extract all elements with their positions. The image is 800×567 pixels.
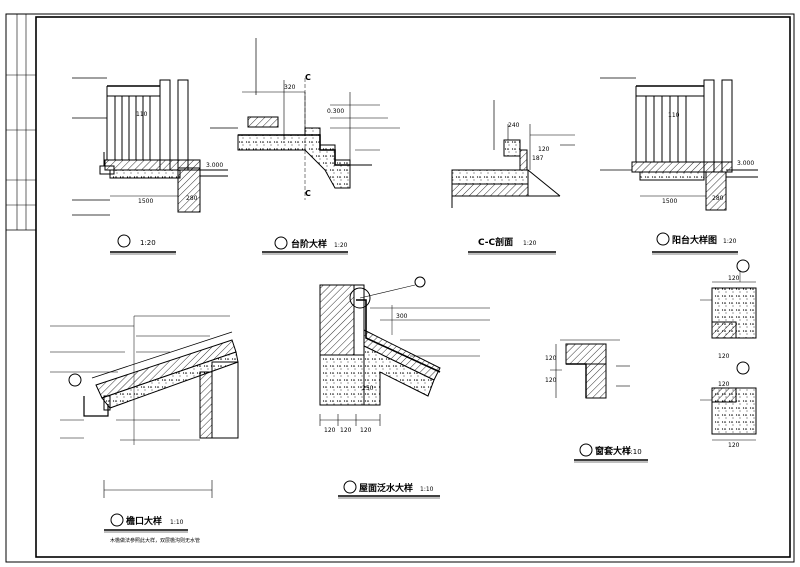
detail-marker-icon xyxy=(274,236,288,250)
reference-marker-icon xyxy=(736,361,750,375)
dim-label: 240 xyxy=(508,122,520,129)
detail-marker-icon xyxy=(343,480,357,494)
section-mark: C xyxy=(305,73,311,82)
dim-label: 187 xyxy=(532,155,544,162)
detail-scale: 1:20 xyxy=(523,240,537,247)
dim-label: 0.300 xyxy=(327,108,344,115)
detail-roof-flashing: 300 120 120 120 250 屋面泛水大样 1:10 xyxy=(319,276,490,499)
detail-title: 檐口大样 xyxy=(126,515,162,527)
detail-section-cc: 240 187 120 C-C剖面 1:20 xyxy=(451,100,575,255)
detail-balcony-right: 110 3.000 1500 280 阳台大样图 1:20 xyxy=(600,77,758,255)
detail-scale: 1:10 xyxy=(170,519,184,526)
detail-title: 台阶大样 xyxy=(291,238,327,250)
reference-marker-icon xyxy=(736,259,750,273)
detail-marker-icon xyxy=(110,513,124,527)
sheet-frame xyxy=(5,13,795,563)
reference-marker-icon xyxy=(414,276,426,288)
dim-label: 1500 xyxy=(138,198,153,205)
dim-label: 110 xyxy=(136,111,148,118)
dim-label: 120 xyxy=(718,381,730,388)
detail-scale: 1:20 xyxy=(140,239,156,247)
dim-label: 120 xyxy=(728,275,740,282)
dim-label: 320 xyxy=(284,84,296,91)
detail-scale: 1:20 xyxy=(723,238,737,245)
dim-label: 280 xyxy=(712,195,724,202)
detail-balcony-left: 110 1500 3.000 280 1:20 xyxy=(72,77,228,255)
detail-marker-icon xyxy=(117,234,131,248)
reference-marker-icon xyxy=(68,373,82,387)
dim-label: 120 xyxy=(324,427,336,434)
detail-scale: 1:10 xyxy=(626,448,642,456)
dim-label: 120 xyxy=(545,355,557,362)
dim-label: 120 xyxy=(728,442,740,449)
dim-label: 120 xyxy=(340,427,352,434)
detail-eave: 檐口大样 1:10 木檐做法参照此大样，双层檐沟则无水管 xyxy=(50,315,239,544)
detail-title: C-C剖面 xyxy=(478,236,513,248)
detail-marker-icon xyxy=(579,443,593,457)
detail-scale: 1:10 xyxy=(420,486,434,493)
dim-label: 120 xyxy=(718,353,730,360)
dim-label: 3.000 xyxy=(737,160,754,167)
detail-steps: 320 0.300 C C 台阶大样 1:20 xyxy=(210,38,400,255)
dim-label: 110 xyxy=(668,112,680,119)
detail-title: 阳台大样图 xyxy=(672,234,717,246)
dim-label: 120 xyxy=(538,146,550,153)
dim-label: 120 xyxy=(360,427,372,434)
dim-label: 3.000 xyxy=(206,162,223,169)
detail-scale: 1:20 xyxy=(334,242,348,249)
detail-title: 屋面泛水大样 xyxy=(359,482,413,494)
dim-label: 300 xyxy=(396,313,408,320)
detail-title: 窗套大样 xyxy=(595,445,631,457)
detail-marker-icon xyxy=(656,232,670,246)
dim-label: 1500 xyxy=(662,198,677,205)
detail-note: 木檐做法参照此大样，双层檐沟则无水管 xyxy=(110,537,200,544)
section-mark: C xyxy=(305,189,311,198)
dim-label: 280 xyxy=(186,195,198,202)
dim-label: 120 xyxy=(545,377,557,384)
detail-window-surround: 120 120 120 120 120 120 窗套大样 1:10 xyxy=(545,259,757,463)
dim-label: 250 xyxy=(362,385,374,392)
